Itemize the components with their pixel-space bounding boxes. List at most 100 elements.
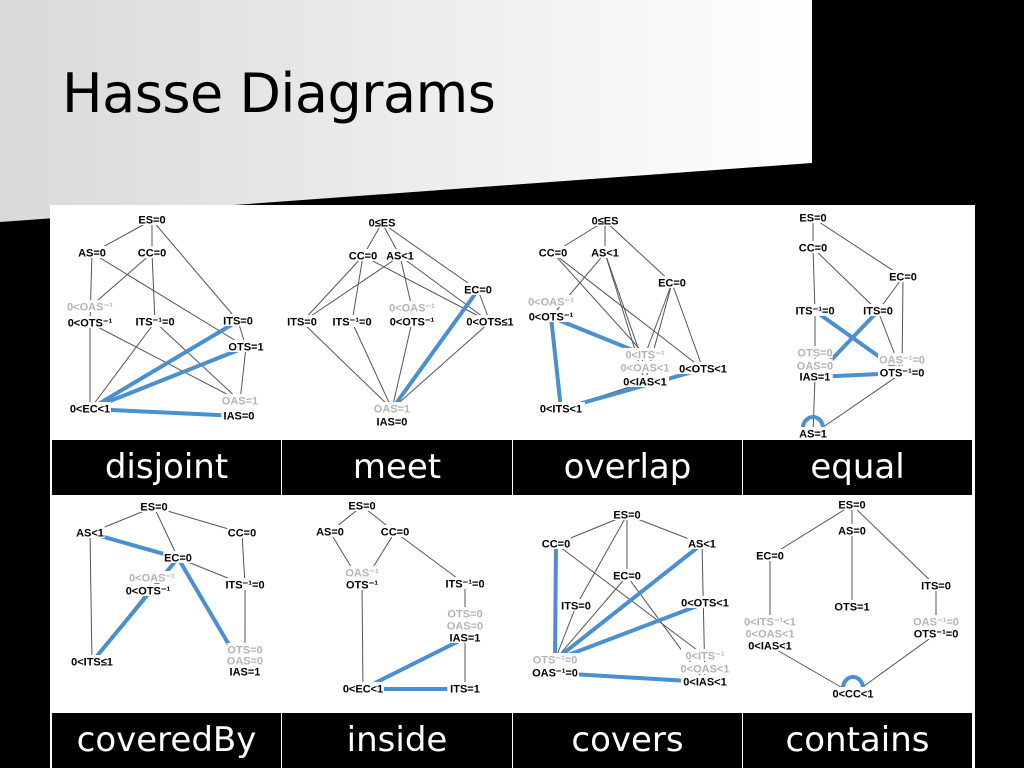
edge	[154, 321, 241, 402]
node-as: AS<1	[591, 248, 619, 260]
node-as: AS=0	[316, 527, 344, 539]
highlighted-edge	[88, 531, 180, 560]
node-backdrop	[798, 211, 828, 223]
node-backdrop	[348, 249, 378, 261]
node-backdrop	[541, 537, 571, 549]
edge	[399, 255, 413, 309]
edge	[399, 255, 491, 323]
node-oas: 0<OAS⁻¹	[67, 302, 113, 314]
node-backdrop	[227, 665, 263, 677]
edge	[852, 633, 937, 695]
node-cc: CC=0	[539, 248, 567, 260]
node-backdrop	[315, 525, 345, 537]
node-backdrop	[680, 662, 730, 674]
node-ots: OTS⁻¹	[346, 580, 378, 592]
node-backdrop	[342, 682, 384, 694]
edge	[391, 321, 491, 410]
node-iasa: 0<IAS<1	[623, 377, 666, 389]
node-backdrop	[680, 649, 730, 661]
edge	[554, 575, 628, 661]
edge	[153, 506, 179, 559]
node-cc: CC=0	[228, 528, 256, 540]
node-ots0: OTS=0	[797, 348, 832, 360]
highlighted-edge	[88, 319, 240, 411]
label-coveredBy: coveredBy	[52, 713, 281, 768]
node-backdrop	[860, 304, 896, 316]
node-backdrop	[284, 315, 320, 327]
node-ias: IAS=0	[224, 411, 255, 423]
node-backdrop	[222, 394, 258, 406]
hasse-contains: ES=0AS=0EC=0ITS=0OTS=10<ITS⁻¹<10<OAS<10<…	[739, 498, 961, 701]
node-backdrop	[877, 366, 927, 378]
node-backdrop	[447, 631, 483, 643]
node-ots: 0<OTS⁻¹	[529, 312, 574, 324]
edge	[812, 217, 904, 278]
node-backdrop	[227, 654, 263, 666]
slide-title: Hasse Diagrams	[62, 62, 496, 125]
node-as: AS<1	[386, 251, 414, 263]
label-meet: meet	[281, 440, 512, 495]
node-backdrop	[612, 569, 642, 581]
highlighted-edge	[553, 671, 707, 684]
edge	[153, 506, 243, 534]
node-backdrop	[526, 310, 576, 322]
node-oas0: OAS=0	[797, 361, 833, 373]
node-as: AS=0	[838, 526, 866, 538]
node-itsi: ITS⁻¹=0	[135, 317, 174, 329]
highlighted-edge	[549, 315, 563, 411]
node-backdrop	[837, 524, 867, 536]
node-ots: 0<OTS⁻¹	[68, 318, 113, 330]
node-backdrop	[69, 402, 111, 414]
node-oas: 0<OAS⁻¹	[389, 303, 435, 315]
node-oas: 0<OAS⁻¹	[528, 297, 574, 309]
edge	[552, 252, 704, 370]
node-cc: CC=0	[542, 539, 570, 551]
node-itsa: 0<ITS⁻¹	[685, 651, 724, 663]
node-backdrop	[374, 415, 410, 427]
node-otsb: 0<OTS≤1	[466, 317, 513, 329]
node-its: ITS=0	[223, 316, 253, 328]
node-ots0: OTS=0	[227, 645, 262, 657]
node-otsi: OTS⁻¹=0	[533, 655, 578, 667]
label-contains: contains	[742, 713, 972, 768]
node-backdrop	[447, 682, 483, 694]
node-backdrop	[832, 687, 874, 699]
label-disjoint: disjoint	[52, 440, 281, 495]
node-backdrop	[344, 578, 380, 590]
edge	[351, 321, 393, 410]
node-backdrop	[797, 370, 833, 382]
node-backdrop	[75, 526, 105, 538]
node-ots0: OTS=0	[447, 609, 482, 621]
edge	[241, 532, 246, 586]
node-its: ITS=0	[863, 306, 893, 318]
node-ec: EC=0	[164, 553, 192, 565]
label-inside: inside	[281, 713, 512, 768]
label-covers: covers	[512, 713, 742, 768]
highlighted-edge	[553, 542, 704, 662]
node-as1: AS=1	[799, 429, 827, 441]
node-otsa: 0<OTS<1	[679, 364, 727, 376]
node-backdrop	[526, 295, 576, 307]
node-backdrop	[387, 315, 437, 327]
node-ec: EC=0	[613, 571, 641, 583]
node-backdrop	[590, 214, 620, 226]
edge	[301, 321, 393, 410]
node-backdrop	[127, 571, 177, 583]
edge	[812, 376, 816, 435]
edge	[89, 321, 156, 410]
edge	[812, 372, 903, 435]
edge	[239, 346, 247, 402]
edge	[151, 219, 239, 322]
node-itsb: 0<ITS<1	[540, 404, 582, 416]
node-backdrop	[227, 526, 257, 538]
highlighted-edge	[553, 542, 558, 662]
node-es: ES=0	[140, 502, 167, 514]
edge	[89, 252, 153, 308]
node-backdrop	[888, 270, 918, 282]
node-backdrop	[163, 551, 193, 563]
